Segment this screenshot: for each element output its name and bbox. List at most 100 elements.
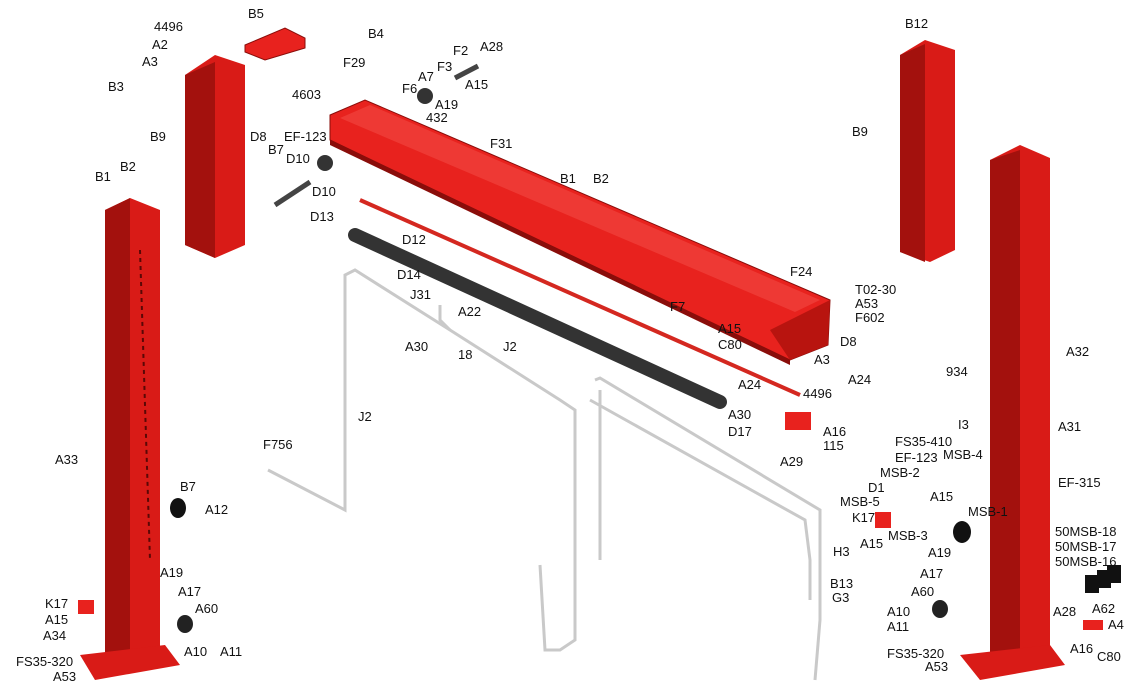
pulley-a17-left <box>177 615 193 633</box>
label-d12: D12 <box>402 232 426 247</box>
label-a28-right: A28 <box>1053 604 1077 619</box>
label-a30-mid: A30 <box>728 407 752 422</box>
label-a12: A12 <box>205 502 229 517</box>
label-a24-mid: A24 <box>738 377 762 392</box>
tube-d14 <box>348 228 727 409</box>
label-d8-beam: D8 <box>840 334 857 349</box>
cable-h3 <box>589 398 822 681</box>
block-d17 <box>785 412 811 430</box>
label-msb-3: MSB-3 <box>888 528 928 543</box>
label-a30-cable: A30 <box>405 339 429 354</box>
label-4496-a: 4496 <box>154 19 183 34</box>
label-t02-30: T02-30 <box>855 282 897 297</box>
cap-b5 <box>244 27 306 61</box>
label-msb-5: MSB-5 <box>840 494 880 509</box>
extension-b12 <box>900 40 955 262</box>
label-ef-123-right: EF-123 <box>895 450 938 465</box>
label-b4: B4 <box>368 26 384 41</box>
label-432: 432 <box>426 110 448 125</box>
label-18: 18 <box>458 347 473 362</box>
label-f756: F756 <box>263 437 293 452</box>
label-f7: F7 <box>670 299 686 314</box>
block-msb-3 <box>875 512 891 528</box>
label-f602: F602 <box>855 310 885 325</box>
extension-b9-left <box>185 55 245 258</box>
crossbeam-f31 <box>329 99 831 365</box>
cylinders-50msb <box>1085 565 1121 593</box>
label-d17: D17 <box>728 424 752 439</box>
label-a53-right: A53 <box>925 659 949 674</box>
label-ef-123-top: EF-123 <box>284 129 327 144</box>
label-d14: D14 <box>397 267 421 282</box>
label-a15-beam: A15 <box>718 321 742 336</box>
label-a33: A33 <box>55 452 79 467</box>
label-fs35-320-right: FS35-320 <box>887 646 945 661</box>
label-a17-left: A17 <box>178 584 202 599</box>
label-a3-a: A3 <box>142 54 158 69</box>
label-a16-right: A16 <box>1070 641 1094 656</box>
pin-d13 <box>273 179 312 208</box>
label-msb-1: MSB-1 <box>968 504 1008 519</box>
label-d10-b: D10 <box>312 184 336 199</box>
label-a29: A29 <box>780 454 804 469</box>
label-934: 934 <box>946 364 968 379</box>
label-b2-beam: B2 <box>593 171 609 186</box>
post-a32-right <box>960 145 1065 680</box>
bracket-a62 <box>1083 620 1103 630</box>
label-f2: F2 <box>453 43 469 58</box>
label-a11-right: A11 <box>887 619 910 634</box>
label-f6: F6 <box>402 81 418 96</box>
label-a7: A7 <box>418 69 434 84</box>
label-a10-left: A10 <box>184 644 208 659</box>
label-f29: F29 <box>343 55 366 70</box>
label-d10-a: D10 <box>286 151 310 166</box>
label-a17-right: A17 <box>920 566 944 581</box>
label-fs35-410: FS35-410 <box>895 434 953 449</box>
label-b5: B5 <box>248 6 264 21</box>
label-b2-left: B2 <box>120 159 136 174</box>
label-a53-left: A53 <box>53 669 77 684</box>
label-f31: F31 <box>490 136 513 151</box>
label-115: 115 <box>823 438 844 453</box>
pulley-a17-right <box>932 600 948 618</box>
label-i3: I3 <box>958 417 969 432</box>
label-a32: A32 <box>1066 344 1090 359</box>
label-a3-beam: A3 <box>814 352 830 367</box>
label-b1-left: B1 <box>95 169 111 184</box>
label-k17-left: K17 <box>45 596 69 611</box>
label-f3: F3 <box>437 59 453 74</box>
label-c80-beam: C80 <box>718 337 742 352</box>
label-msb-4: MSB-4 <box>943 447 983 462</box>
label-4603: 4603 <box>292 87 321 102</box>
label-a60-right: A60 <box>911 584 935 599</box>
label-50msb-16: 50MSB-16 <box>1055 554 1117 569</box>
label-a19-right: A19 <box>928 545 952 560</box>
label-j2-b: J2 <box>358 409 372 424</box>
label-a10-right: A10 <box>887 604 911 619</box>
label-d13: D13 <box>310 209 334 224</box>
disc-a12 <box>170 498 186 518</box>
label-fs35-320-left: FS35-320 <box>16 654 74 669</box>
label-a28-top: A28 <box>480 39 504 54</box>
label-a53-beam: A53 <box>855 296 879 311</box>
label-a11-left: A11 <box>220 644 243 659</box>
label-a19-left: A19 <box>160 565 184 580</box>
label-a4: A4 <box>1108 617 1124 632</box>
label-b7-top: B7 <box>268 142 284 157</box>
label-a22: A22 <box>458 304 482 319</box>
label-c80-right: C80 <box>1097 649 1121 664</box>
label-a15-right-b: A15 <box>860 536 884 551</box>
label-a15-right: A15 <box>930 489 954 504</box>
label-d1: D1 <box>868 480 885 495</box>
label-b9-right: B9 <box>852 124 868 139</box>
cable-j2-right <box>438 305 822 560</box>
sheave-a7 <box>417 88 433 104</box>
label-j2-a: J2 <box>503 339 517 354</box>
label-b12: B12 <box>905 16 929 31</box>
sheave-d10 <box>317 155 333 171</box>
disc-msb-1 <box>953 521 971 543</box>
cable-j2-left <box>267 268 577 652</box>
label-50msb-17: 50MSB-17 <box>1055 539 1117 554</box>
